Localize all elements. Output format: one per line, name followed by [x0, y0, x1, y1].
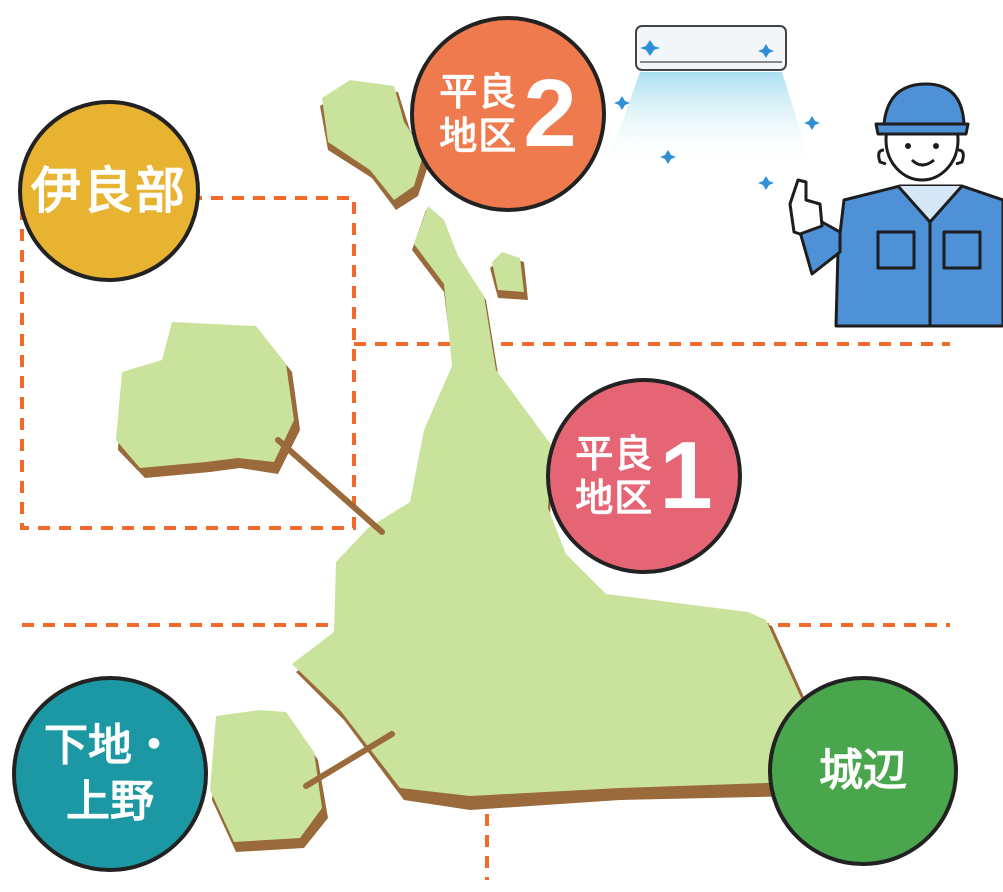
district-label-shimoji-line1: 下地・: [44, 720, 176, 771]
irabu-island: [116, 322, 294, 468]
irabu-bridge: [275, 437, 385, 535]
district-badge-hirara2[interactable]: 平良 地区 2: [410, 16, 606, 212]
air-conditioner-icon: [606, 25, 820, 190]
district-number-hirara1: 1: [659, 422, 713, 529]
main-island: [292, 206, 802, 796]
district-number-hirara2: 2: [523, 60, 577, 167]
district-label-shimoji-line2: 上野: [66, 776, 154, 827]
technician-illustration: [788, 82, 1003, 328]
hirara2-island: [322, 80, 424, 200]
shimoji-island: [210, 710, 322, 842]
district-label-gusukube: 城辺: [819, 745, 907, 796]
district-label-hirara2-line2: 地区: [439, 114, 518, 158]
irabu-boundary: [20, 196, 356, 530]
district-badge-irabu[interactable]: 伊良部: [18, 100, 200, 282]
district-badge-gusukube[interactable]: 城辺: [768, 676, 958, 866]
district-label-hirara2-line1: 平良: [439, 70, 518, 114]
ikema-island: [492, 252, 524, 292]
district-label-hirara1-line1: 平良: [575, 432, 654, 476]
district-badge-hirara1[interactable]: 平良 地区 1: [546, 378, 742, 574]
district-label-irabu: 伊良部: [31, 162, 187, 220]
shimoji-bridge: [303, 731, 395, 789]
district-label-hirara1-line2: 地区: [575, 476, 654, 520]
district-badge-shimoji[interactable]: 下地・ 上野: [12, 676, 208, 872]
